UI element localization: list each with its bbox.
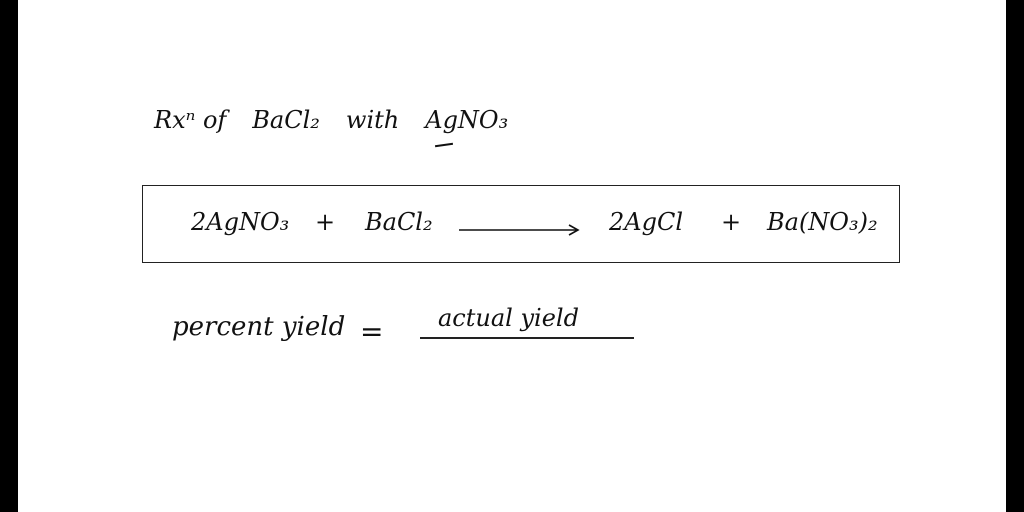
equation-plus-2: + — [721, 208, 742, 236]
reaction-equation-box: 2AgNO₃ + BaCl₂ 2AgCl + Ba(NO₃)₂ — [142, 185, 900, 263]
heading-prefix: Rxⁿ of — [154, 106, 227, 134]
formula-equals-sign: = — [360, 315, 384, 348]
whiteboard-page: Rxⁿ of BaCl₂ with AgNO₃ 2AgNO₃ + BaCl₂ 2… — [18, 0, 1006, 512]
equation-product-bano32: Ba(NO₃)₂ — [767, 208, 878, 236]
fraction-bar — [420, 337, 634, 339]
reaction-equation: 2AgNO₃ + BaCl₂ 2AgCl + Ba(NO₃)₂ — [143, 186, 901, 264]
equation-product-agcl: 2AgCl — [609, 208, 684, 236]
heading-connector: with — [345, 106, 400, 134]
reaction-heading: Rxⁿ of BaCl₂ with AgNO₃ — [154, 108, 508, 132]
heading-reactant-agno3: AgNO₃ — [425, 106, 509, 134]
equation-plus-1: + — [315, 208, 336, 236]
equation-term-agno3: 2AgNO₃ — [191, 208, 290, 236]
percent-yield-label: percent yield — [172, 312, 346, 342]
equation-term-bacl2: BaCl₂ — [365, 208, 433, 236]
formula-numerator: actual yield — [438, 304, 579, 332]
reaction-arrow-icon — [459, 224, 580, 236]
heading-reactant-bacl2: BaCl₂ — [252, 106, 320, 134]
